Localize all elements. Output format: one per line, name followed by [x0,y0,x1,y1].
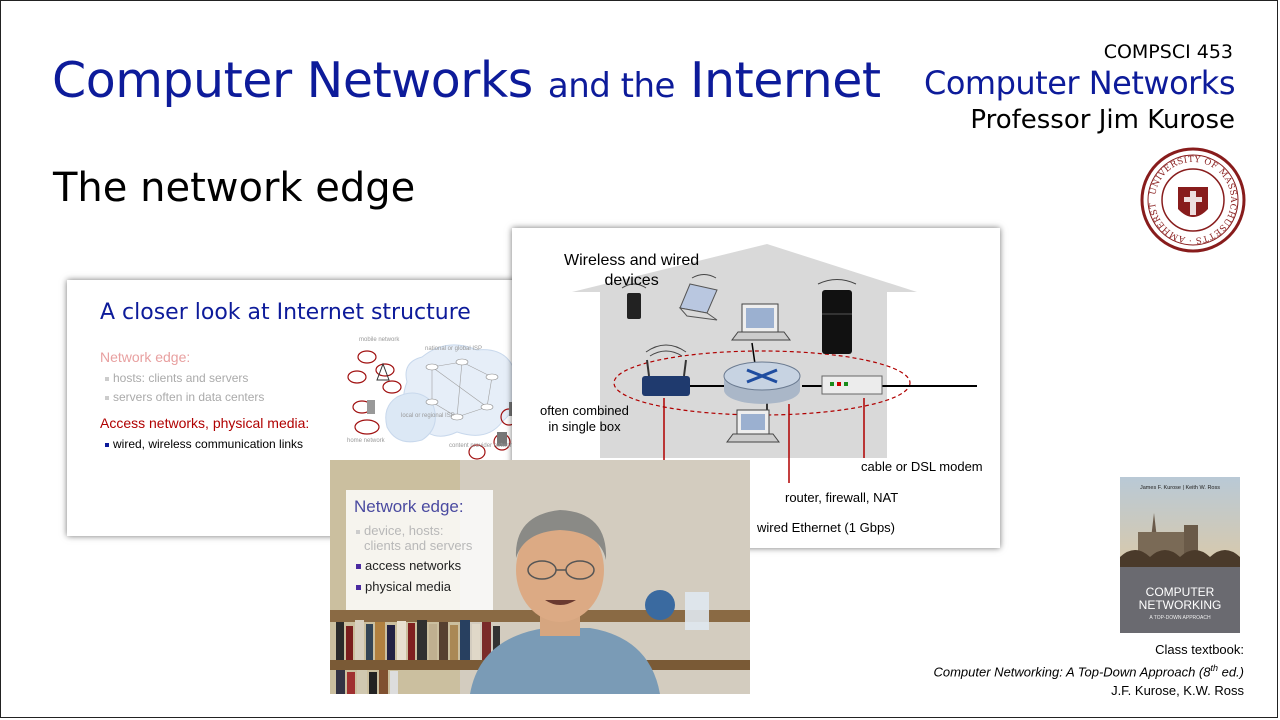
bullet-icon [356,585,361,591]
internet-structure-diagram: mobile network national or global ISP lo… [347,337,519,460]
book-title-line2: NETWORKING [1139,598,1222,612]
diagram-label: content provider network [449,443,516,449]
instructor-video: Network edge: device, hosts: clients and… [330,460,750,694]
bullet-text: hosts: clients and servers [113,371,249,385]
bullet-icon [356,564,361,570]
section-subtitle: The network edge [53,165,416,211]
video-item-text: physical media [365,579,451,594]
combined-label-line1: often combined [540,403,629,418]
video-item: physical media [356,579,451,594]
textbook-cover-image: James F. Kurose | Keith W. Ross COMPUTER… [1120,477,1240,633]
video-network-edge-box: Network edge: device, hosts: clients and… [346,490,493,610]
bullet-icon [105,376,109,381]
thumbnail-title: A closer look at Internet structure [100,300,471,325]
bullet-text: servers often in data centers [113,390,265,404]
devices-label-line1: Wireless and wired [564,252,700,269]
thumbnail-bullet: servers often in data centers [105,390,264,404]
video-item: access networks [356,558,461,573]
ethernet-label: wired Ethernet (1 Gbps) [757,520,896,535]
book-title-line1: COMPUTER [1146,585,1215,599]
thumbnail-bullet: wired, wireless communication links [105,437,303,451]
umass-amherst-seal-icon: UNIVERSITY OF MASSACHUSETTS · AMHERST · … [1140,147,1246,253]
modem-label: cable or DSL modem [861,459,983,474]
video-item-dim: clients and servers [364,538,473,553]
book-subtitle: A TOP-DOWN APPROACH [1149,615,1211,621]
devices-label-line2: devices [604,272,659,289]
textbook-cover: James F. Kurose | Keith W. Ross COMPUTER… [1120,477,1240,633]
thumbnail-bullet: hosts: clients and servers [105,371,248,385]
bullet-icon [105,395,109,400]
thumbnail-access-heading: Access networks, physical media: [100,415,310,431]
bullet-icon [356,529,360,534]
bullet-icon [105,442,109,447]
bullet-text: wired, wireless communication links [113,437,304,451]
caption-sup: th [1210,663,1218,673]
title-part3: Internet [690,52,881,109]
caption-line1: Class textbook: [1155,642,1244,657]
devices-label: Wireless and wired devices [564,251,699,291]
diagram-label: national or global ISP [425,346,482,352]
video-item-text: access networks [365,558,462,573]
caption-line2: Computer Networking: A Top-Down Approach… [933,659,1244,681]
caption-line3: J.F. Kurose, K.W. Ross [1111,683,1244,699]
course-code: COMPSCI 453 [1103,41,1233,63]
caption-title: Computer Networking: A Top-Down Approach… [933,664,1211,680]
professor-name: Professor Jim Kurose [970,105,1235,135]
video-item-text: device, hosts: [364,523,444,538]
diagram-label: home network [347,438,386,444]
textbook-caption: Class textbook: Computer Networking: A T… [933,640,1244,700]
video-item-dim: device, hosts: [356,523,444,538]
combined-label-line2: in single box [548,419,621,434]
caption-edition: ed.) [1217,664,1244,680]
video-box-title: Network edge: [354,497,464,516]
course-name: Computer Networks [923,64,1236,102]
router-label: router, firewall, NAT [785,490,899,505]
slide-title: Computer Networks and the Internet [52,52,881,109]
diagram-label: local or regional ISP [401,413,455,419]
book-authors: James F. Kurose | Keith W. Ross [1140,485,1220,491]
thumbnail-network-edge-heading: Network edge: [100,349,191,365]
home-network-diagram [572,244,977,483]
diagram-label: mobile network [359,337,400,343]
title-part2: and the [547,66,676,106]
title-part1: Computer Networks [52,52,533,109]
